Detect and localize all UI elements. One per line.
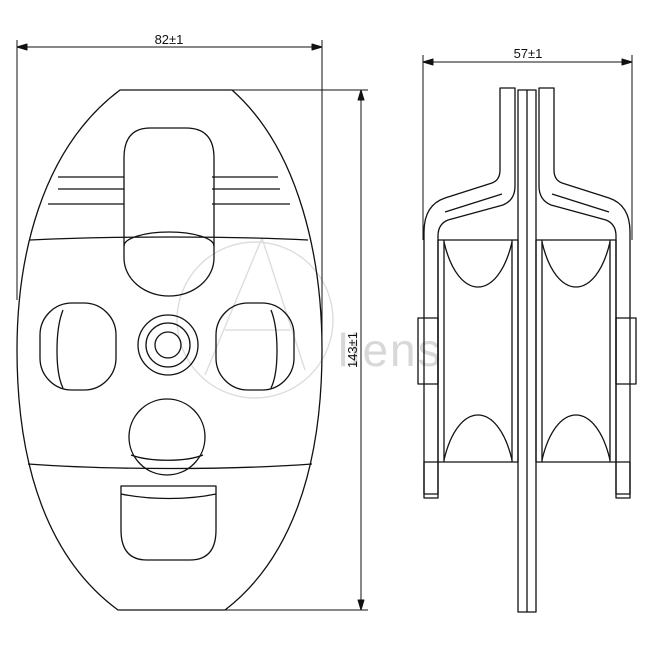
lower-hole [128,398,206,476]
bottom-slot-edge [120,493,217,500]
front-band-lines [27,176,313,470]
lower-hole-edge [130,454,204,461]
left-hole-edge [56,309,64,389]
front-height-dimension [225,89,368,611]
right-hanger [538,87,631,499]
front-height-label: 143±1 [345,332,360,368]
side-width-dimension [422,55,633,240]
bottom-slot [120,485,217,561]
front-view [16,89,323,611]
left-hanger [423,87,516,499]
top-slot-edge [123,231,215,247]
bottom-tabs [423,461,631,495]
right-hole-edge [270,309,278,389]
front-width-dimension [16,40,323,350]
top-slot [123,127,215,297]
front-width-label: 82±1 [155,32,184,47]
left-hanger-edge [444,193,503,213]
watermark: liens [176,237,441,399]
watermark-logo [176,237,334,399]
right-hole [215,302,295,391]
side-width-label: 57±1 [514,46,543,61]
left-sheave [417,239,519,463]
right-hanger-edge [551,193,610,213]
center-axle [137,314,199,376]
side-view [417,87,637,613]
left-hole [39,302,117,391]
front-body-outline [16,89,323,611]
right-sheave [535,239,637,463]
